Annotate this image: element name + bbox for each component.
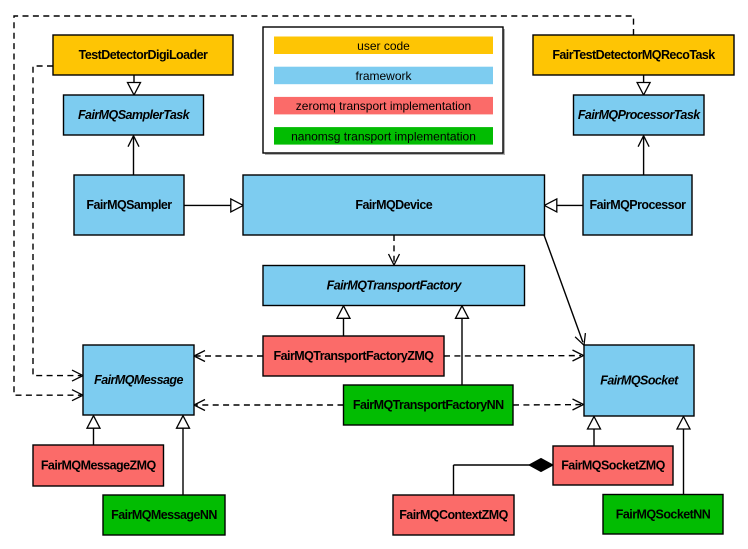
svg-text:FairMQSampler: FairMQSampler [86, 198, 172, 212]
svg-text:FairMQSocket: FairMQSocket [600, 374, 679, 388]
svg-text:FairMQMessage: FairMQMessage [94, 373, 183, 387]
svg-text:TestDetectorDigiLoader: TestDetectorDigiLoader [79, 48, 208, 62]
svg-text:framework: framework [355, 69, 412, 83]
svg-text:zeromq transport implementatio: zeromq transport implementation [296, 99, 471, 113]
svg-text:FairMQMessageNN: FairMQMessageNN [111, 508, 217, 522]
svg-text:FairMQDevice: FairMQDevice [355, 198, 432, 212]
svg-text:FairTestDetectorMQRecoTask: FairTestDetectorMQRecoTask [552, 48, 715, 62]
svg-text:FairMQMessageZMQ: FairMQMessageZMQ [41, 459, 157, 473]
svg-text:FairMQSocketZMQ: FairMQSocketZMQ [561, 459, 665, 473]
svg-text:FairMQTransportFactory: FairMQTransportFactory [327, 279, 463, 293]
svg-text:FairMQProcessor: FairMQProcessor [590, 198, 687, 212]
svg-text:FairMQSamplerTask: FairMQSamplerTask [78, 108, 191, 122]
svg-text:FairMQTransportFactoryNN: FairMQTransportFactoryNN [353, 398, 504, 412]
svg-text:FairMQSocketNN: FairMQSocketNN [616, 507, 711, 521]
svg-text:nanomsg transport implementati: nanomsg transport implementation [291, 129, 476, 143]
svg-text:FairMQContextZMQ: FairMQContextZMQ [399, 508, 508, 522]
svg-text:FairMQProcessorTask: FairMQProcessorTask [578, 108, 701, 122]
svg-text:user code: user code [357, 39, 410, 53]
svg-text:FairMQTransportFactoryZMQ: FairMQTransportFactoryZMQ [274, 349, 435, 363]
